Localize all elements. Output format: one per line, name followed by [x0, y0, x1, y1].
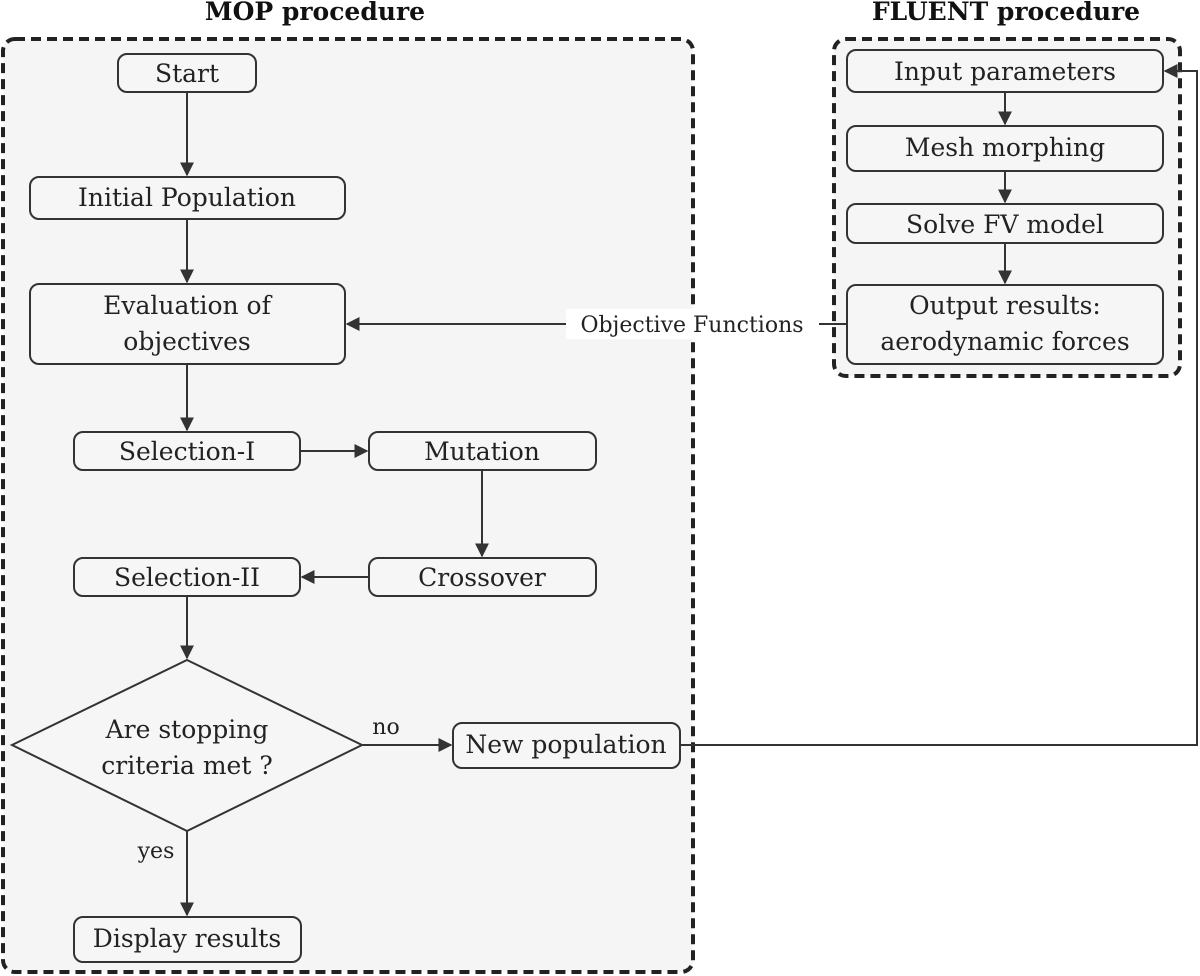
output-results-node: Output results: aerodynamic forces: [846, 284, 1164, 365]
arrow-new-population-to-input-parameters: [680, 64, 1198, 746]
selection-2-node: Selection-II: [73, 557, 301, 597]
initial-population-node: Initial Population: [29, 176, 346, 220]
input-parameters-label: Input parameters: [894, 57, 1116, 86]
mop-panel-title: MOP procedure: [205, 0, 425, 26]
start-label: Start: [155, 59, 219, 88]
mutation-node: Mutation: [368, 431, 597, 471]
mesh-morphing-node: Mesh morphing: [846, 125, 1164, 172]
crossover-node: Crossover: [368, 557, 597, 597]
solve-fv-node: Solve FV model: [846, 203, 1164, 244]
decision-label-line1: Are stopping: [105, 715, 269, 744]
display-results-node: Display results: [73, 916, 302, 963]
mesh-morphing-label: Mesh morphing: [905, 133, 1105, 162]
initial-population-label: Initial Population: [78, 183, 296, 212]
evaluation-label-line2: objectives: [123, 327, 250, 356]
input-parameters-node: Input parameters: [846, 49, 1164, 93]
stopping-criteria-decision: Are stopping criteria met ?: [9, 658, 365, 833]
crossover-label: Crossover: [418, 563, 546, 592]
decision-label-line2: criteria met ?: [101, 751, 272, 780]
yes-label: yes: [137, 839, 175, 864]
fluent-panel-title: FLUENT procedure: [872, 0, 1140, 26]
new-population-node: New population: [452, 722, 681, 769]
no-label: no: [372, 715, 399, 740]
mutation-label: Mutation: [424, 437, 540, 466]
objective-functions-label: Objective Functions: [580, 313, 803, 338]
solve-fv-label: Solve FV model: [906, 210, 1104, 239]
new-population-label: New population: [465, 730, 666, 759]
selection-1-node: Selection-I: [73, 431, 301, 471]
display-results-label: Display results: [93, 924, 281, 953]
objective-functions-label-bg: [566, 309, 819, 339]
start-node: Start: [117, 53, 257, 93]
evaluation-label-line1: Evaluation of: [103, 291, 272, 320]
selection-1-label: Selection-I: [119, 437, 255, 466]
output-results-label-line2: aerodynamic forces: [880, 327, 1129, 356]
evaluation-node: Evaluation of objectives: [29, 283, 346, 365]
output-results-label-line1: Output results:: [909, 291, 1101, 320]
selection-2-label: Selection-II: [114, 563, 260, 592]
